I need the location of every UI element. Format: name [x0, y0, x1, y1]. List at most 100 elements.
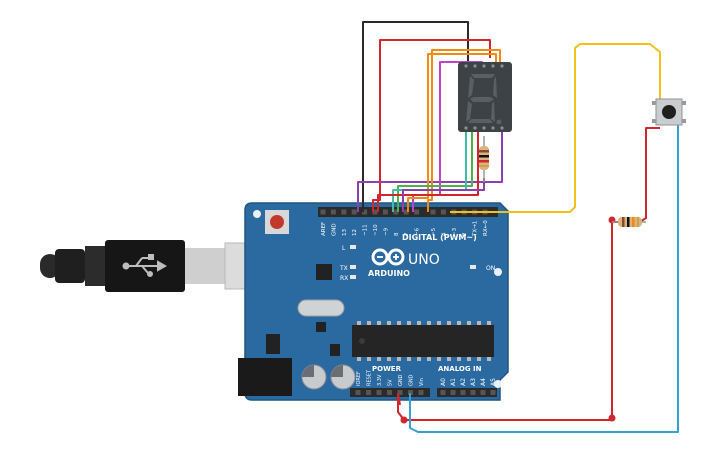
digital-pin-label: ~3: [452, 227, 458, 236]
chip-pin: [397, 357, 401, 361]
display-pin[interactable]: [500, 64, 504, 68]
display-pin[interactable]: [464, 64, 468, 68]
digital-pin-label: AREF: [321, 222, 327, 236]
digital-pin-hole[interactable]: [320, 209, 326, 215]
analog-pin-hole[interactable]: [490, 390, 496, 395]
digital-pin-label: ~9: [383, 227, 389, 236]
power-pin-hole[interactable]: [376, 390, 382, 395]
chip-pin: [437, 321, 441, 325]
chip-pin: [467, 321, 471, 325]
power-pin-hole[interactable]: [366, 390, 371, 395]
led-rx-label: RX: [340, 275, 348, 282]
voltage-regulator: [266, 334, 280, 354]
resistor-display[interactable]: [479, 136, 489, 182]
chip-pin: [377, 321, 381, 325]
chip-pin: [477, 321, 481, 325]
display-pin[interactable]: [464, 126, 468, 130]
crystal-oscillator: [297, 299, 345, 317]
digital-pin-hole[interactable]: [351, 209, 357, 215]
power-pin-label: 3.3V: [377, 374, 383, 386]
chip-pin: [417, 321, 421, 325]
digital-pin-label: ~11: [363, 224, 369, 236]
power-jack[interactable]: [238, 358, 292, 396]
wire-red-button: [612, 127, 660, 223]
wire-purple-2: [402, 178, 485, 212]
display-pin[interactable]: [491, 126, 495, 130]
wire-orange-2: [427, 49, 501, 212]
digital-pin-label: 7: [404, 232, 410, 236]
analog-pin-hole[interactable]: [460, 390, 466, 395]
chip-pin: [457, 321, 461, 325]
digital-pin-hole[interactable]: [414, 209, 420, 215]
display-pin[interactable]: [473, 126, 477, 130]
analog-pin-hole[interactable]: [450, 390, 456, 395]
display-pin[interactable]: [473, 64, 477, 68]
led-on: [470, 265, 476, 269]
atmega-chip: [352, 321, 494, 361]
power-pin-label: IOREF: [356, 371, 362, 386]
digital-pin-label: TX→1: [473, 221, 479, 237]
analog-pin-hole[interactable]: [470, 390, 476, 395]
junction-dot: [608, 414, 616, 422]
pushbutton[interactable]: [652, 98, 686, 126]
brand-text: ARDUINO: [368, 269, 410, 278]
power-header[interactable]: [350, 388, 430, 397]
digital-pin-hole[interactable]: [372, 209, 378, 215]
chip-pin: [437, 357, 441, 361]
digital-pin-hole[interactable]: [440, 209, 446, 215]
chip-pin: [387, 321, 391, 325]
digital-pin-hole[interactable]: [330, 209, 336, 215]
junction-dot: [400, 416, 408, 424]
power-pin-label: RESET: [367, 369, 373, 386]
chip-pin: [487, 357, 491, 361]
chip-pin: [447, 357, 451, 361]
power-pin-hole[interactable]: [355, 390, 361, 395]
power-pin-hole[interactable]: [387, 390, 392, 395]
led-tx: [350, 265, 356, 269]
usb-icon: [122, 254, 168, 277]
power-pin-hole[interactable]: [418, 390, 424, 395]
digital-pin-hole[interactable]: [393, 209, 399, 215]
seven-segment-display[interactable]: 8.: [458, 62, 512, 132]
digital-pin-hole[interactable]: [382, 209, 388, 215]
chip-pin: [387, 357, 391, 361]
chip-pin: [487, 321, 491, 325]
digital-pin-hole[interactable]: [341, 209, 347, 215]
usb-chip: [316, 264, 332, 280]
chip-pin: [477, 357, 481, 361]
usb-cable[interactable]: [40, 240, 261, 292]
chip-pin: [457, 357, 461, 361]
analog-header[interactable]: [437, 388, 497, 397]
display-pin[interactable]: [482, 126, 486, 130]
power-pin-hole[interactable]: [397, 390, 403, 395]
chip-pin: [397, 321, 401, 325]
digital-label: DIGITAL (PWM~): [402, 233, 477, 242]
display-pin[interactable]: [500, 126, 504, 130]
power-pin-hole[interactable]: [408, 390, 413, 395]
chip-pin: [467, 357, 471, 361]
reset-button[interactable]: [265, 210, 289, 234]
analog-pin-hole[interactable]: [440, 390, 446, 395]
chip-pin: [427, 357, 431, 361]
chip-pin: [427, 321, 431, 325]
wire-yellow: [450, 43, 661, 213]
display-pin[interactable]: [482, 64, 486, 68]
resistor-button[interactable]: [612, 217, 646, 227]
analog-pin-hole[interactable]: [480, 390, 486, 395]
digital-pin-hole[interactable]: [430, 209, 436, 215]
led-rx: [350, 275, 356, 279]
wire-blue-gnd: [409, 125, 679, 433]
digital-pin-label: 4: [441, 232, 447, 236]
capacitor-left: [301, 364, 327, 390]
arduino-logo: [371, 248, 405, 266]
display-pin[interactable]: [491, 64, 495, 68]
digital-pin-hole[interactable]: [403, 209, 409, 215]
chip-pin: [367, 357, 371, 361]
on-label: ON: [486, 265, 495, 272]
digit-segments: [466, 74, 502, 125]
digital-pin-hole[interactable]: [362, 209, 368, 215]
wire-green: [397, 128, 473, 212]
